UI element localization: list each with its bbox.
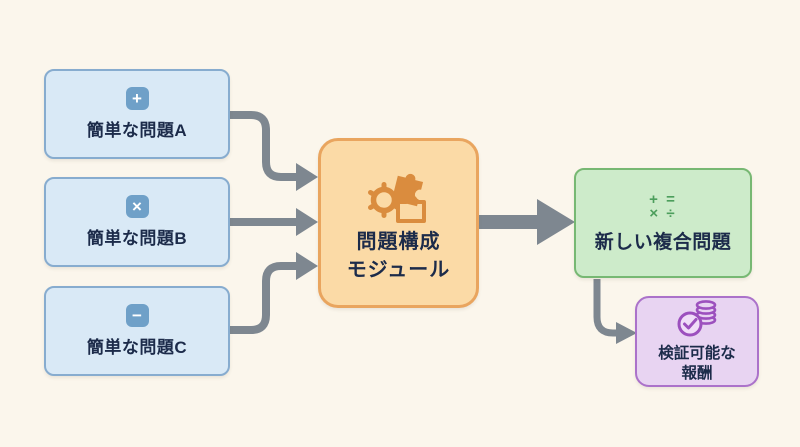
- verified-coins-icon: [673, 299, 721, 344]
- arrowhead-b: [296, 208, 318, 236]
- arrowhead-a: [296, 163, 318, 191]
- reward-label-line1: 検証可能な: [658, 345, 736, 362]
- simple-problem-a-box: + 簡単な問題A: [44, 69, 230, 159]
- arrow-c-to-module: [229, 262, 299, 334]
- simple-problem-c-label: 簡単な問題C: [86, 338, 188, 357]
- simple-problem-b-label: 簡単な問題B: [86, 229, 188, 248]
- multiply-icon: ×: [125, 195, 149, 218]
- arrowhead-reward: [616, 322, 637, 344]
- simple-problem-b-box: × 簡単な問題B: [44, 177, 230, 267]
- reward-label-line2: 報酬: [681, 365, 713, 382]
- arrow-output-to-reward: [593, 279, 618, 337]
- simple-problem-c-box: − 簡単な問題C: [44, 286, 230, 376]
- simple-problem-a-label: 簡単な問題A: [86, 121, 188, 140]
- verifiable-reward-box: 検証可能な 報酬: [635, 296, 759, 387]
- arrowhead-c: [296, 252, 318, 280]
- module-label-line1: 問題構成: [356, 230, 441, 253]
- module-label-line2: モジュール: [346, 258, 451, 281]
- gear-puzzle-icon: [366, 163, 432, 228]
- arrow-module-to-output: [479, 199, 575, 245]
- problem-composition-module-box: 問題構成 モジュール: [318, 138, 479, 308]
- new-composite-problem-box: + = × ÷ 新しい複合問題: [574, 168, 752, 278]
- math-operations-icon: + = × ÷: [649, 190, 677, 222]
- new-composite-problem-label: 新しい複合問題: [594, 231, 732, 253]
- arrow-a-to-module: [229, 111, 299, 181]
- minus-icon: −: [125, 304, 149, 327]
- plus-icon: +: [125, 87, 149, 110]
